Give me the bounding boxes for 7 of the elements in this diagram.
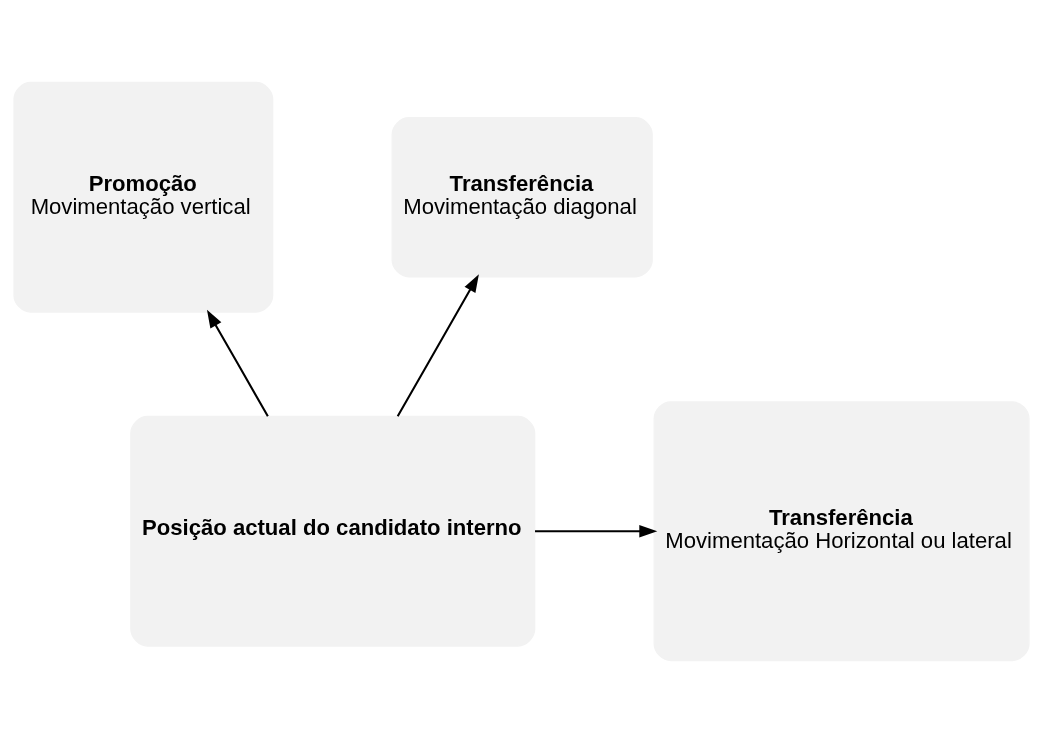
node-box: Promoção Movimentação vertical xyxy=(13,81,274,313)
arrow xyxy=(535,524,658,538)
node-box: Transferência Movimentação Horizontal ou lateral xyxy=(653,401,1030,662)
arrow xyxy=(206,309,269,417)
node-box: Transferência Movimentação diagonal xyxy=(391,117,653,278)
arrow xyxy=(396,274,479,417)
node-box: Posição actual do candidato interno xyxy=(130,415,536,647)
